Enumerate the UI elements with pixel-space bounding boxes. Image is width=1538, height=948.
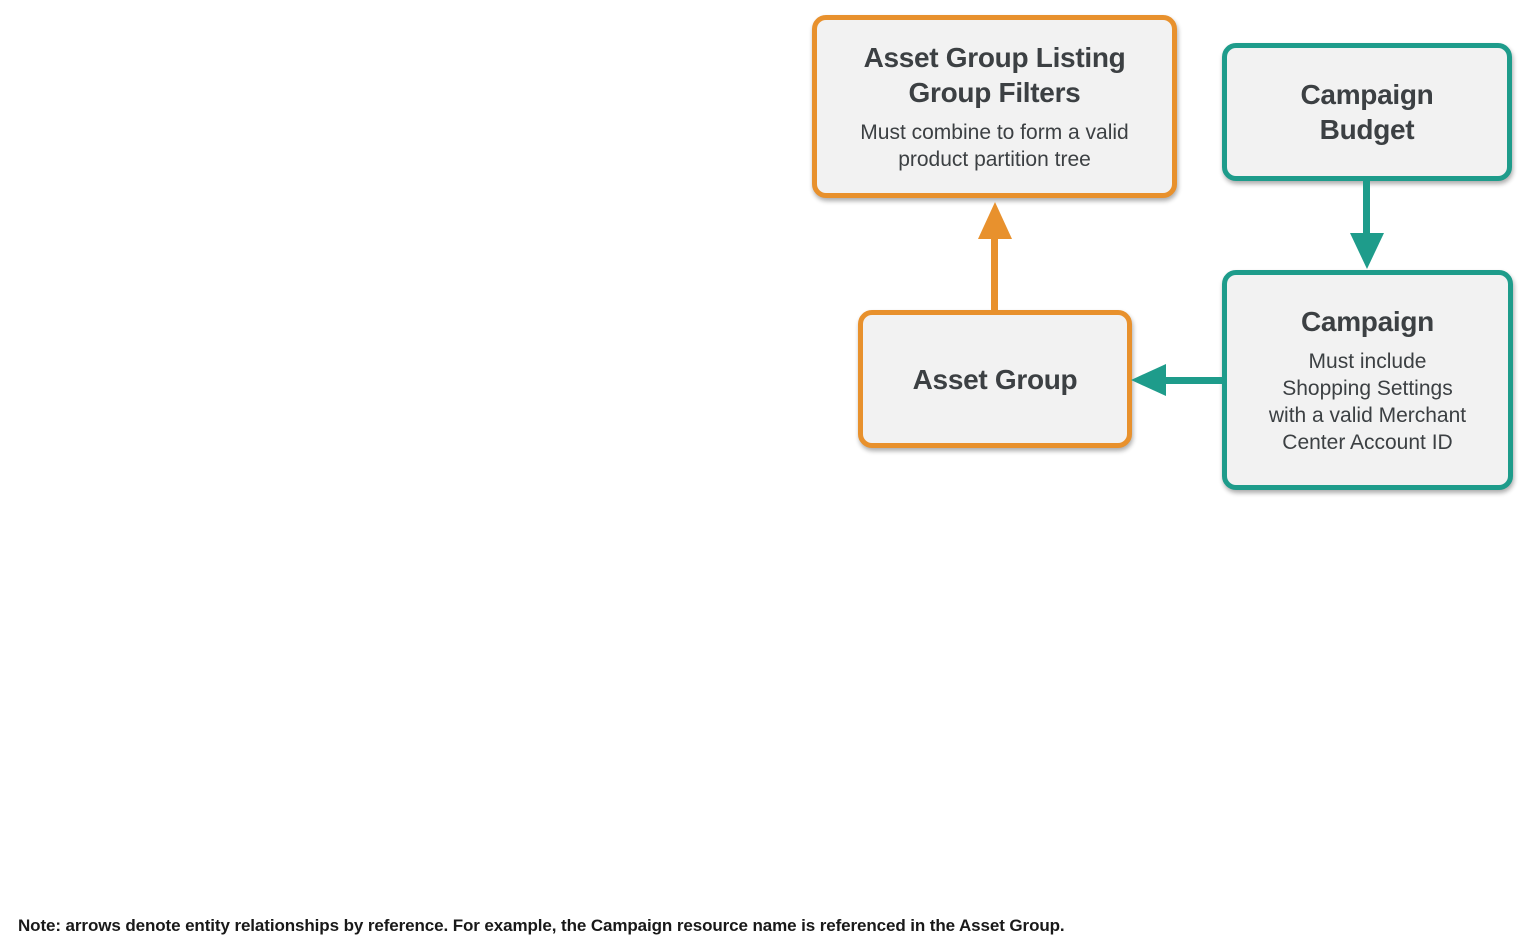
node-title-campaign: Campaign <box>1301 306 1434 337</box>
arrow-shaft <box>991 236 998 312</box>
node-title-campaign-budget: Campaign Budget <box>1300 79 1434 145</box>
node-title-asset-group: Asset Group <box>912 363 1078 395</box>
arrowhead-up-icon <box>978 202 1012 239</box>
arrowhead-down-icon <box>1350 233 1384 269</box>
node-title-asset-group-listing-group-filters: Asset Group Listing Group Filters <box>863 42 1126 108</box>
arrow-shaft <box>1164 377 1222 384</box>
arrowhead-left-icon <box>1131 364 1166 396</box>
node-campaign: Campaign Must include Shopping Settings … <box>1222 270 1513 490</box>
footnote: Note: arrows denote entity relationships… <box>18 916 1065 935</box>
node-subtitle-asset-group-listing-group-filters: Must combine to form a valid product par… <box>860 121 1129 171</box>
node-subtitle-campaign: Must include Shopping Settings with a va… <box>1268 350 1467 454</box>
node-asset-group-listing-group-filters: Asset Group Listing Group Filters Must c… <box>812 15 1177 198</box>
arrow-shaft <box>1363 181 1370 235</box>
node-asset-group: Asset Group <box>858 310 1132 448</box>
node-campaign-budget: Campaign Budget <box>1222 43 1512 181</box>
